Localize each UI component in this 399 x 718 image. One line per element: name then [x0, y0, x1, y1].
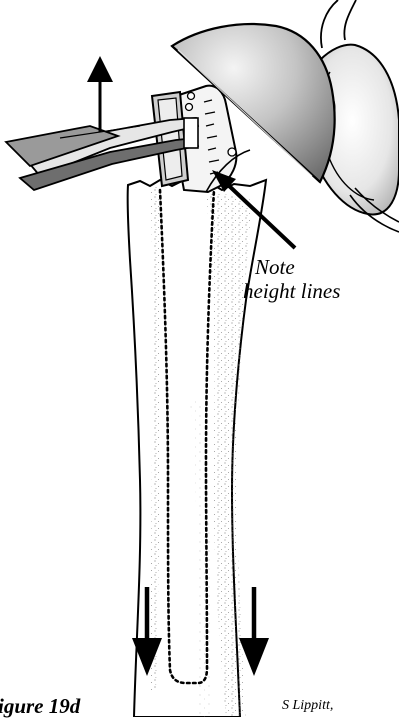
artist-signature: S Lippitt, — [282, 697, 333, 715]
figure-label: igure 19d — [0, 694, 80, 718]
note-label-line1: Note — [255, 255, 295, 279]
upward-arrow — [87, 56, 113, 132]
note-label-line2: height lines — [243, 279, 340, 303]
downward-arrow-right — [239, 587, 269, 676]
